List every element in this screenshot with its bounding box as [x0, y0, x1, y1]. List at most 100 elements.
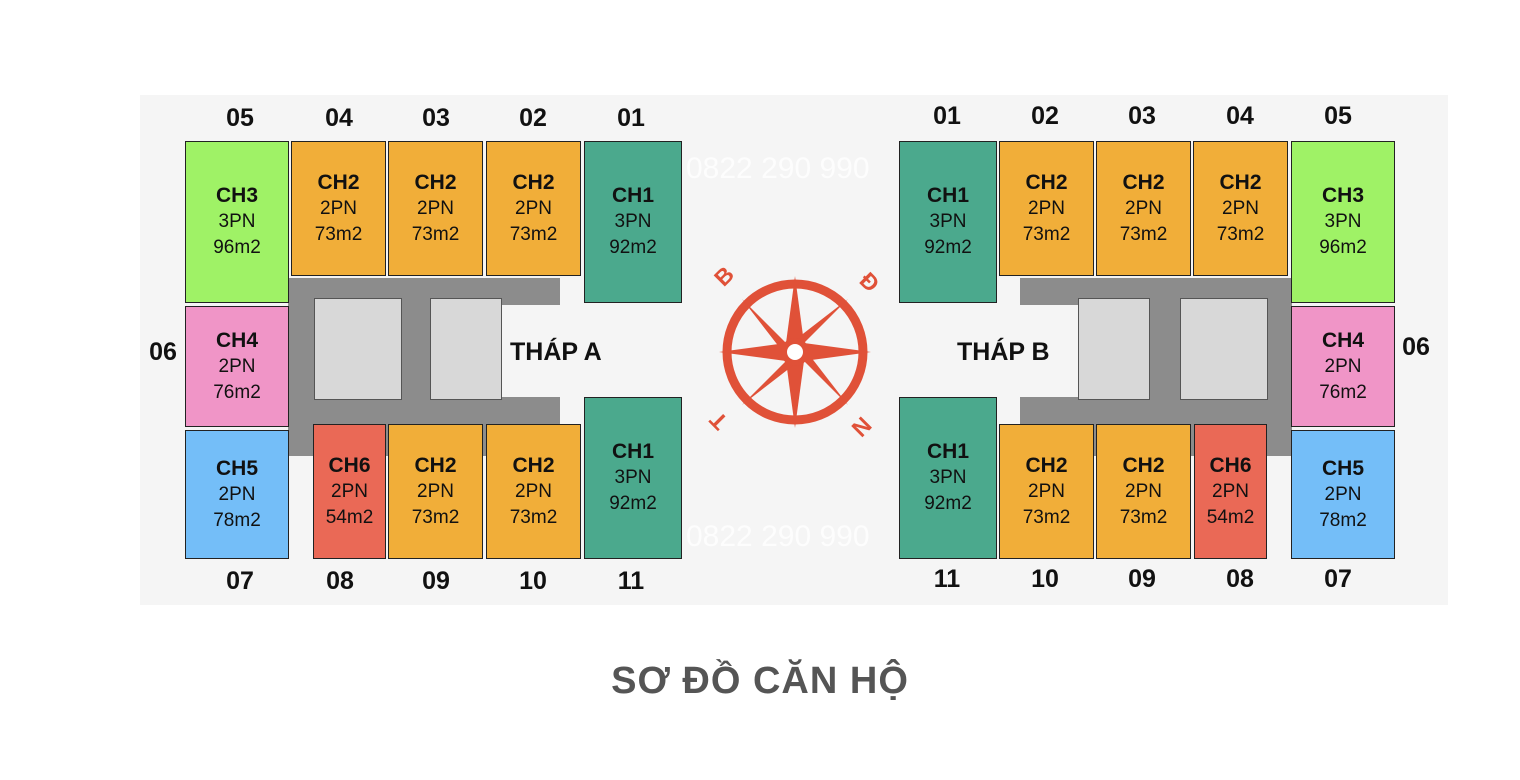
tower-b-number-11: 11 — [933, 565, 961, 593]
tower-b-number-07: 07 — [1324, 565, 1352, 593]
apartment-b-07[interactable]: CH5 2PN 78m2 — [1291, 430, 1395, 559]
tower-b-number-02: 02 — [1031, 102, 1059, 130]
tower-a-number-03: 03 — [422, 104, 450, 132]
apartment-a-01[interactable]: CH1 3PN 92m2 — [584, 141, 682, 303]
apartment-area: 96m2 — [1319, 237, 1367, 258]
apartment-a-11[interactable]: CH1 3PN 92m2 — [584, 397, 682, 559]
tower-b-number-03: 03 — [1128, 102, 1156, 130]
compass-rose-icon — [719, 276, 871, 428]
apartment-b-01[interactable]: CH1 3PN 92m2 — [899, 141, 997, 303]
apartment-rooms: 2PN — [1028, 480, 1065, 502]
apartment-b-06[interactable]: CH4 2PN 76m2 — [1291, 306, 1395, 427]
apartment-rooms: 2PN — [1125, 197, 1162, 219]
apartment-b-10[interactable]: CH2 2PN 73m2 — [999, 424, 1094, 559]
apartment-area: 73m2 — [1216, 223, 1265, 245]
apartment-code: CH5 — [215, 456, 258, 480]
apartment-code: CH2 — [317, 170, 360, 194]
apartment-a-05[interactable]: CH3 3PN 96m2 — [185, 141, 289, 303]
apartment-code: CH2 — [414, 170, 457, 194]
tower-a-lift-1 — [314, 298, 402, 400]
apartment-b-05[interactable]: CH3 3PN 96m2 — [1291, 141, 1395, 303]
apartment-a-09[interactable]: CH2 2PN 73m2 — [388, 424, 483, 559]
tower-a-label-bg — [502, 305, 560, 397]
apartment-area: 73m2 — [509, 223, 558, 245]
tower-b-number-09: 09 — [1128, 565, 1156, 593]
tower-b-number-01: 01 — [933, 102, 961, 130]
apartment-code: CH1 — [926, 440, 969, 463]
apartment-rooms: 3PN — [929, 467, 967, 488]
tower-b-number-05: 05 — [1324, 102, 1352, 130]
apartment-b-02[interactable]: CH2 2PN 73m2 — [999, 141, 1094, 276]
apartment-rooms: 2PN — [1324, 483, 1362, 505]
apartment-b-03[interactable]: CH2 2PN 73m2 — [1096, 141, 1191, 276]
apartment-code: CH4 — [1321, 328, 1364, 352]
apartment-b-04[interactable]: CH2 2PN 73m2 — [1193, 141, 1288, 276]
apartment-code: CH3 — [1321, 184, 1364, 207]
apartment-rooms: 2PN — [417, 480, 454, 502]
apartment-a-08[interactable]: CH6 2PN 54m2 — [313, 424, 386, 559]
apartment-code: CH3 — [215, 184, 258, 207]
tower-a-number-01: 01 — [617, 104, 645, 132]
apartment-area: 92m2 — [609, 237, 657, 258]
apartment-code: CH2 — [414, 453, 457, 477]
apartment-area: 96m2 — [213, 237, 261, 258]
apartment-a-06[interactable]: CH4 2PN 76m2 — [185, 306, 289, 427]
apartment-rooms: 2PN — [1222, 197, 1259, 219]
apartment-rooms: 2PN — [218, 355, 256, 377]
apartment-area: 73m2 — [1119, 223, 1168, 245]
tower-b-number-10: 10 — [1031, 565, 1059, 593]
tower-a-number-08: 08 — [326, 567, 354, 595]
tower-a-number-06: 06 — [149, 338, 177, 366]
apartment-rooms: 2PN — [331, 480, 368, 502]
tower-a-lift-2 — [430, 298, 502, 400]
tower-a-number-11: 11 — [617, 567, 645, 595]
tower-a-number-09: 09 — [422, 567, 450, 595]
apartment-area: 92m2 — [924, 493, 972, 514]
tower-b-number-08: 08 — [1226, 565, 1254, 593]
tower-b-label-bg — [1020, 305, 1078, 397]
watermark-phone-bottom: 0822 290 990 — [686, 520, 870, 553]
apartment-rooms: 3PN — [614, 211, 652, 232]
apartment-code: CH4 — [215, 328, 258, 352]
apartment-code: CH2 — [512, 170, 555, 194]
apartment-code: CH2 — [1025, 170, 1068, 194]
apartment-code: CH2 — [1122, 453, 1165, 477]
apartment-a-07[interactable]: CH5 2PN 78m2 — [185, 430, 289, 559]
tower-a-number-04: 04 — [325, 104, 353, 132]
apartment-area: 73m2 — [411, 506, 460, 528]
watermark-phone-top: 0822 290 990 — [686, 152, 870, 185]
apartment-a-04[interactable]: CH2 2PN 73m2 — [291, 141, 386, 276]
apartment-rooms: 3PN — [614, 467, 652, 488]
apartment-area: 73m2 — [1119, 506, 1168, 528]
apartment-code: CH2 — [1122, 170, 1165, 194]
apartment-b-08[interactable]: CH6 2PN 54m2 — [1194, 424, 1267, 559]
apartment-area: 92m2 — [924, 237, 972, 258]
apartment-rooms: 2PN — [515, 197, 552, 219]
tower-a-label: THÁP A — [510, 338, 602, 366]
apartment-code: CH2 — [512, 453, 555, 477]
apartment-rooms: 3PN — [218, 211, 256, 232]
tower-a-number-10: 10 — [519, 567, 547, 595]
apartment-a-10[interactable]: CH2 2PN 73m2 — [486, 424, 581, 559]
apartment-code: CH6 — [1209, 453, 1252, 477]
apartment-b-11[interactable]: CH1 3PN 92m2 — [899, 397, 997, 559]
apartment-b-09[interactable]: CH2 2PN 73m2 — [1096, 424, 1191, 559]
apartment-area: 76m2 — [1319, 381, 1367, 403]
apartment-code: CH6 — [328, 453, 371, 477]
tower-a-number-05: 05 — [226, 104, 254, 132]
tower-a-number-02: 02 — [519, 104, 547, 132]
apartment-area: 73m2 — [1022, 223, 1071, 245]
apartment-code: CH2 — [1219, 170, 1262, 194]
apartment-area: 78m2 — [213, 509, 261, 531]
apartment-area: 73m2 — [1022, 506, 1071, 528]
apartment-rooms: 2PN — [515, 480, 552, 502]
apartment-area: 92m2 — [609, 493, 657, 514]
tower-a-number-07: 07 — [226, 567, 254, 595]
apartment-area: 54m2 — [1206, 506, 1255, 528]
apartment-a-03[interactable]: CH2 2PN 73m2 — [388, 141, 483, 276]
apartment-a-02[interactable]: CH2 2PN 73m2 — [486, 141, 581, 276]
apartment-area: 73m2 — [314, 223, 363, 245]
apartment-code: CH5 — [1321, 456, 1364, 480]
apartment-rooms: 2PN — [1125, 480, 1162, 502]
apartment-code: CH1 — [611, 440, 654, 463]
